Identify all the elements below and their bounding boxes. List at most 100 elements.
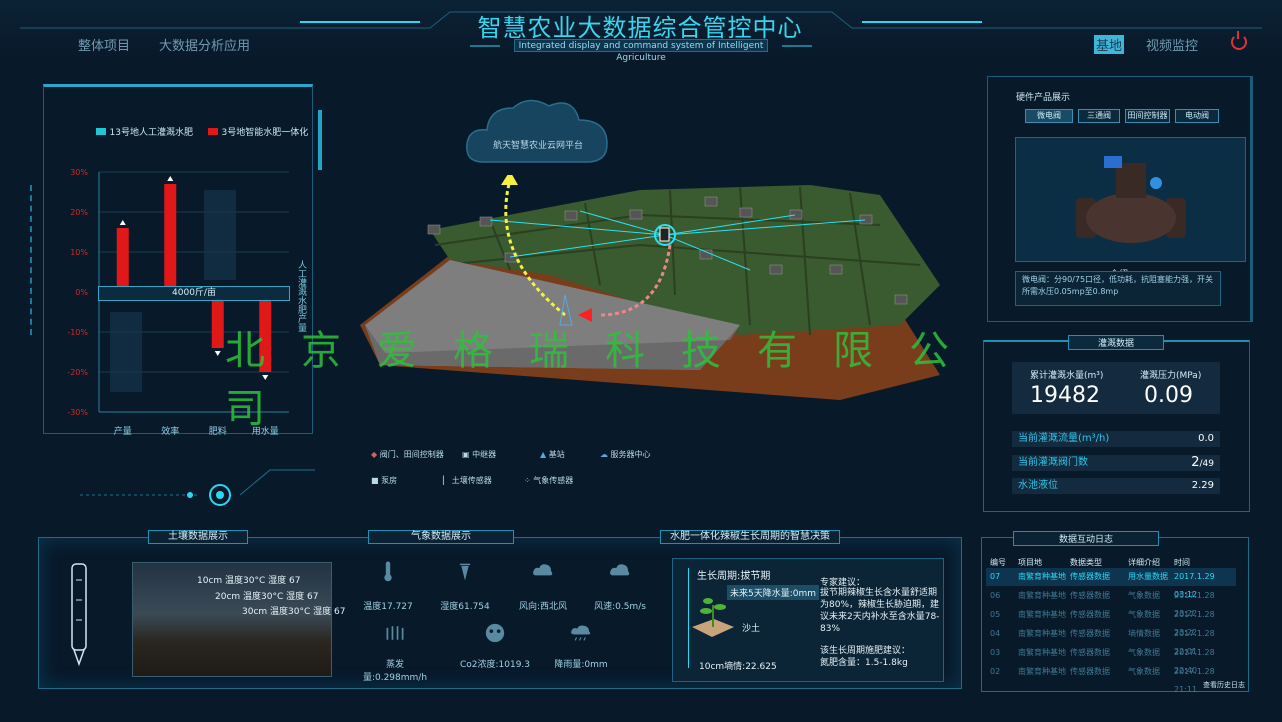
hardware-title: 硬件产品展示 — [1016, 93, 1071, 103]
valve-icon: ◆ — [371, 450, 378, 459]
page-subtitle: Integrated display and command system of… — [514, 39, 768, 63]
nav-overall-project[interactable]: 整体项目 — [78, 39, 131, 54]
log-cell: 2017.1.28 22:40 — [1174, 648, 1215, 675]
soil-section-title: 土壤数据展示 — [148, 530, 248, 544]
nav-base[interactable]: 基地 — [1094, 35, 1125, 54]
view-history-link[interactable]: 查看历史日志 — [1203, 681, 1245, 689]
x-tick-label: 产量 — [114, 425, 132, 437]
log-cell: 传感器数据 — [1070, 648, 1110, 657]
log-cell: 南繁育种基地 — [1018, 648, 1066, 657]
x-tick-label: 效率 — [161, 425, 179, 437]
log-cell: 传感器数据 — [1070, 572, 1110, 581]
bar — [116, 228, 129, 292]
legend-soil-sensor: ▏ 土壤传感器 — [443, 476, 492, 485]
weather-item-humidity: 湿度61.754 — [425, 560, 505, 612]
soil-layer-10cm: 10cm 温度30°C 湿度 67 — [197, 576, 301, 586]
rainfall-icon — [571, 625, 591, 641]
tab-three-way-valve[interactable]: 三通阀 — [1078, 109, 1120, 123]
decision-timeline — [688, 568, 692, 668]
log-cell: 气象数据 — [1128, 610, 1160, 619]
y-tick-label: -10% — [67, 328, 88, 337]
wind-direction-icon — [533, 564, 553, 576]
hatch-area — [204, 190, 236, 280]
weather-item-co2: Co2浓度:1019.3 — [455, 622, 535, 670]
weather-item-rainfall: 降雨量:0mm — [541, 622, 621, 670]
header-frame — [20, 11, 1262, 47]
valve-icon — [1076, 156, 1186, 243]
weather-sensor-icon: ⁘ — [524, 476, 531, 485]
log-header-row: 编号项目地 数据类型详细介绍时间 — [990, 558, 1190, 567]
cloud-platform-icon — [466, 99, 608, 163]
log-cell: 气象数据 — [1128, 648, 1160, 657]
co2-icon — [485, 623, 505, 643]
y-tick-label: 0% — [75, 288, 88, 297]
irrigation-row-valves: 当前灌溉阀门数 2/49 — [1012, 455, 1220, 471]
valve-product-image — [1015, 137, 1246, 262]
log-cell: 05 — [990, 610, 1001, 619]
log-cell: 02 — [990, 667, 1001, 676]
soil-probe-icon — [71, 563, 87, 667]
legend-swatch-red — [208, 128, 218, 135]
power-icon[interactable] — [1231, 31, 1247, 50]
total-water-value: 19482 — [1030, 383, 1100, 408]
server-cloud-icon: ☁ — [600, 450, 608, 459]
legend-server-center: ☁ 服务器中心 — [600, 450, 651, 459]
tab-micro-valve[interactable]: 微电阀 — [1025, 109, 1073, 123]
x-tick-label: 肥料 — [209, 425, 227, 437]
nav-bigdata-analysis[interactable]: 大数据分析应用 — [159, 39, 251, 54]
y-tick-label: 20% — [70, 208, 88, 217]
hardware-intro-text: 微电阀：分90/75口径，低功耗，抗阻塞能力强，开关所需水压0.05mp至0.8… — [1015, 271, 1221, 306]
y-tick-label: 10% — [70, 248, 88, 257]
log-title: 数据互动日志 — [1013, 531, 1159, 546]
y-tick-label: 30% — [70, 168, 88, 177]
hardware-panel — [987, 76, 1253, 322]
log-cell: 2017.1.28 21:11 — [1174, 667, 1215, 694]
base-station-icon: ▲ — [540, 450, 547, 459]
page-title: 智慧农业大数据综合管控中心 — [477, 14, 803, 42]
pressure-label: 灌溉压力(MPa) — [1140, 371, 1202, 381]
evaporation-icon — [386, 626, 404, 640]
repeater-icon: ▣ — [462, 450, 470, 459]
weather-item-wind-speed: 风速:0.5m/s — [580, 560, 660, 612]
comparison-chart-panel — [43, 84, 313, 434]
log-cell: 传感器数据 — [1070, 610, 1110, 619]
log-cell: 2017.1.29 03:12 — [1174, 572, 1215, 599]
soil-sensor-icon: ▏ — [443, 476, 450, 485]
log-cell: 06 — [990, 591, 1001, 600]
legend-item-smart: 3号地智能水肥一体化 — [208, 125, 308, 138]
legend-pump-house: ■ 泵房 — [371, 476, 398, 485]
legend-label-smart: 3号地智能水肥一体化 — [221, 128, 309, 138]
hatch-area — [110, 312, 142, 392]
legend-label-manual: 13号地人工灌溉水肥 — [109, 128, 193, 138]
plant-icon — [692, 598, 734, 637]
moisture-10cm: 10cm墒情:22.625 — [699, 662, 777, 672]
log-cell: 03 — [990, 648, 1001, 657]
right-edge-decoration — [318, 110, 322, 170]
log-cell: 2017.1.28 23:22 — [1174, 610, 1215, 637]
log-row[interactable]: 03 南繁育种基地传感器数据 气象数据 2017.1.28 22:40 — [986, 644, 1236, 675]
irrigation-summary-box — [1012, 362, 1220, 414]
tab-field-controller[interactable]: 田间控制器 — [1125, 109, 1170, 123]
tab-electric-valve[interactable]: 电动阀 — [1175, 109, 1219, 123]
log-cell: 传感器数据 — [1070, 629, 1110, 638]
nav-video-monitor[interactable]: 视频监控 — [1146, 39, 1199, 54]
weather-item-evaporation: 蒸发量:0.298mm/h — [355, 622, 435, 683]
legend-swatch-cyan — [96, 128, 106, 135]
log-cell: 2017.1.28 23:22 — [1174, 591, 1215, 618]
farm-map — [360, 175, 940, 400]
left-edge-decoration — [30, 185, 40, 335]
fertilizer-advice-text: 氮肥含量：1.5-1.8kg — [820, 658, 908, 668]
legend-repeater: ▣ 中继器 — [462, 450, 497, 459]
weather-item-temperature: 温度17.727 — [348, 560, 428, 612]
baseline-label: 4000斤/亩 — [98, 286, 290, 301]
bar-marker — [262, 375, 269, 380]
log-cell: 墒情数据 — [1128, 629, 1160, 638]
log-cell: 气象数据 — [1128, 591, 1160, 600]
legend-valve-controller: ◆ 阀门、田间控制器 — [371, 450, 444, 459]
